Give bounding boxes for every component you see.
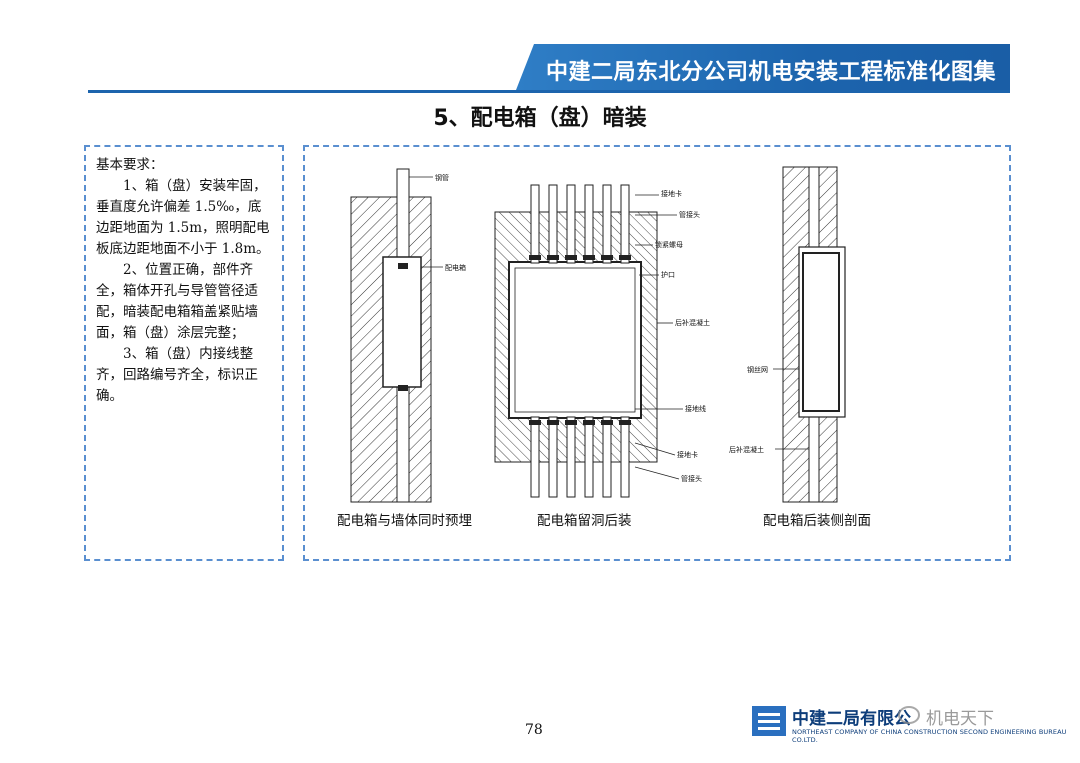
drawings: 钢管 配电箱 <box>350 166 846 503</box>
requirements-heading: 基本要求： <box>96 157 164 173</box>
company-logo <box>752 706 786 736</box>
figure-2-drawing: 接地卡 管接头 锁紧螺母 护口 后补混凝土 接地线 接地卡 管接头 <box>494 184 710 498</box>
fig1-label-box: 配电箱 <box>445 263 466 272</box>
fig2-label-guard: 护口 <box>661 270 675 279</box>
requirement-item-1: 1、箱（盘）安装牢固，垂直度允许偏差 1.5‰，底边距地面为 1.5m，照明配电… <box>96 178 270 257</box>
watermark-text: 机电天下 <box>926 709 994 729</box>
page-title: 5、配电箱（盘）暗装 <box>433 106 647 131</box>
wechat-icon <box>898 706 920 724</box>
fig2-label-lock-nut: 锁紧螺母 <box>655 240 683 249</box>
figure-3-drawing: 钢丝网 后补混凝土 <box>729 166 846 503</box>
caption-fig3: 配电箱后装侧剖面 <box>763 513 871 529</box>
figure-1-drawing: 钢管 配电箱 <box>350 168 466 503</box>
page-number: 78 <box>525 722 543 738</box>
fig2-label-ground-clip-top: 接地卡 <box>661 189 682 198</box>
caption-fig1: 配电箱与墙体同时预埋 <box>337 513 472 529</box>
caption-fig2: 配电箱留洞后装 <box>537 513 632 529</box>
fig2-label-concrete: 后补混凝土 <box>675 318 710 327</box>
header-rule <box>88 90 1010 93</box>
figure-box: 钢管 配电箱 <box>303 145 1011 561</box>
fig2-label-ground-clip-bottom: 接地卡 <box>677 450 698 459</box>
fig2-label-connector-bottom: 管接头 <box>681 474 702 483</box>
fig3-label-concrete: 后补混凝土 <box>729 445 764 454</box>
header-title: 中建二局东北分公司机电安装工程标准化图集 <box>545 60 996 85</box>
fig1-label-pipe: 钢管 <box>435 173 449 182</box>
requirements-box: 基本要求： 1、箱（盘）安装牢固，垂直度允许偏差 1.5‰，底边距地面为 1.5… <box>84 145 284 561</box>
fig3-label-mesh: 钢丝网 <box>747 365 768 374</box>
requirement-item-3: 3、箱（盘）内接线整齐，回路编号齐全，标识正确。 <box>96 346 258 404</box>
company-name-cn: 中建二局有限公 <box>792 709 911 729</box>
header-banner: 中建二局东北分公司机电安装工程标准化图集 <box>516 44 1010 90</box>
company-name-en: NORTHEAST COMPANY OF CHINA CONSTRUCTION … <box>792 728 1067 744</box>
fig2-label-ground-wire: 接地线 <box>685 404 706 413</box>
fig2-label-connector-top: 管接头 <box>679 210 700 219</box>
requirement-item-2: 2、位置正确，部件齐全，箱体开孔与导管管径适配，暗装配电箱箱盖紧贴墙面，箱（盘）… <box>96 262 258 341</box>
